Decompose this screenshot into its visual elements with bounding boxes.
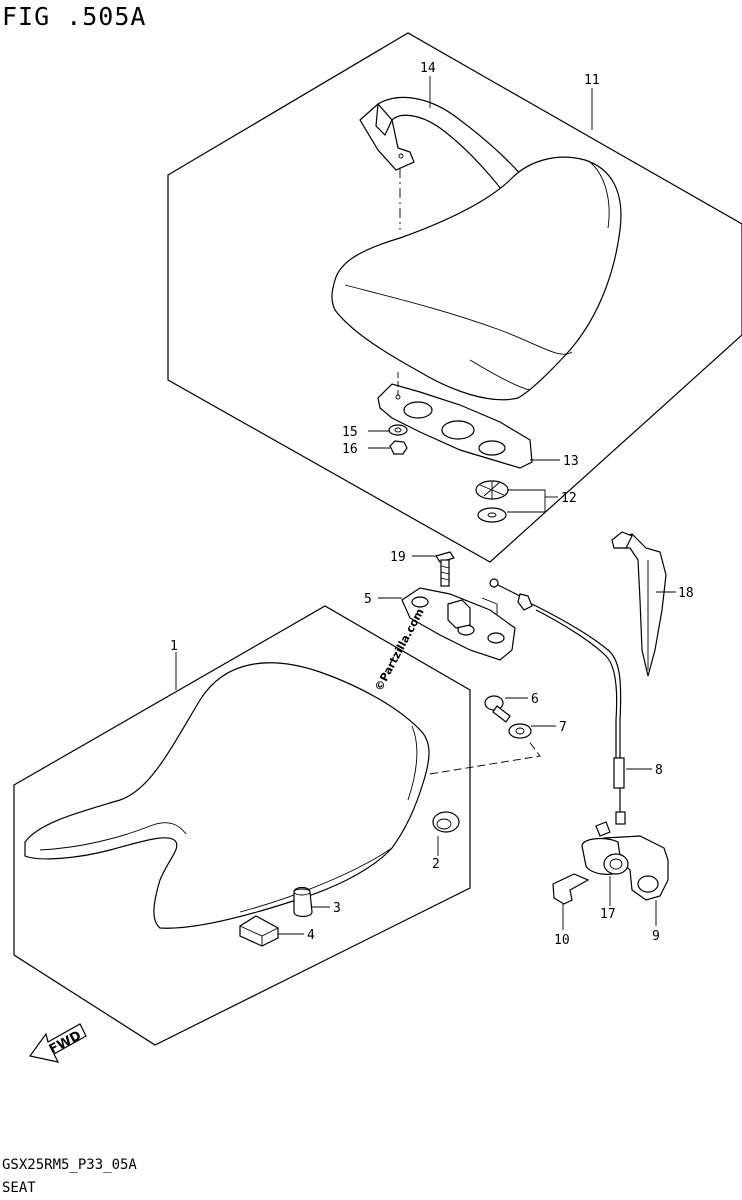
- cushion-part: [293, 886, 313, 918]
- seat-bracket-plate-part: [377, 383, 533, 469]
- seat-pad-part: [239, 915, 279, 947]
- callout-16: 16: [342, 442, 358, 457]
- callout-7: 7: [559, 720, 567, 735]
- figure-name: SEAT: [2, 1180, 36, 1196]
- callout-8: 8: [655, 763, 663, 778]
- callout-13: 13: [563, 454, 579, 469]
- callout-1: 1: [170, 639, 178, 654]
- callout-14: 14: [420, 61, 436, 76]
- callout-12: 12: [561, 491, 577, 506]
- callout-11: 11: [584, 73, 600, 88]
- callout-3: 3: [333, 901, 341, 916]
- washer-part-2: [508, 723, 532, 739]
- seat-lock-bracket-part: [401, 587, 516, 661]
- washer-part: [388, 424, 408, 436]
- seat-damper-part: [432, 811, 460, 833]
- figure-code: GSX25RM5_P33_05A: [2, 1157, 137, 1173]
- rear-seat-part: [331, 156, 622, 401]
- callout-15: 15: [342, 425, 358, 440]
- helmet-hook-rod-part: [611, 531, 667, 677]
- seat-lock-cable-part: [489, 578, 626, 825]
- front-seat-group-outline: [13, 605, 471, 1046]
- front-seat-part: [24, 662, 430, 929]
- callout-2: 2: [432, 857, 440, 872]
- callout-5: 5: [364, 592, 372, 607]
- watermark-text: ©Partzilla.com: [372, 606, 427, 693]
- nut-part: [389, 440, 408, 455]
- forward-arrow-icon: FWD: [28, 1023, 87, 1063]
- clip-part: [552, 873, 590, 905]
- callout-9: 9: [652, 929, 660, 944]
- callout-19: 19: [390, 550, 406, 565]
- callout-6: 6: [531, 692, 539, 707]
- callout-17: 17: [600, 907, 616, 922]
- figure-title: FIG .505A: [2, 2, 147, 31]
- bolt-part: [435, 551, 455, 587]
- callout-10: 10: [554, 933, 570, 948]
- callout-4: 4: [307, 928, 315, 943]
- seat-cushion-rubber-part: [475, 480, 509, 523]
- seat-lock-part: [581, 821, 629, 875]
- screw-part: [484, 695, 511, 723]
- callout-18: 18: [678, 586, 694, 601]
- rear-seat-group-outline: [167, 32, 742, 563]
